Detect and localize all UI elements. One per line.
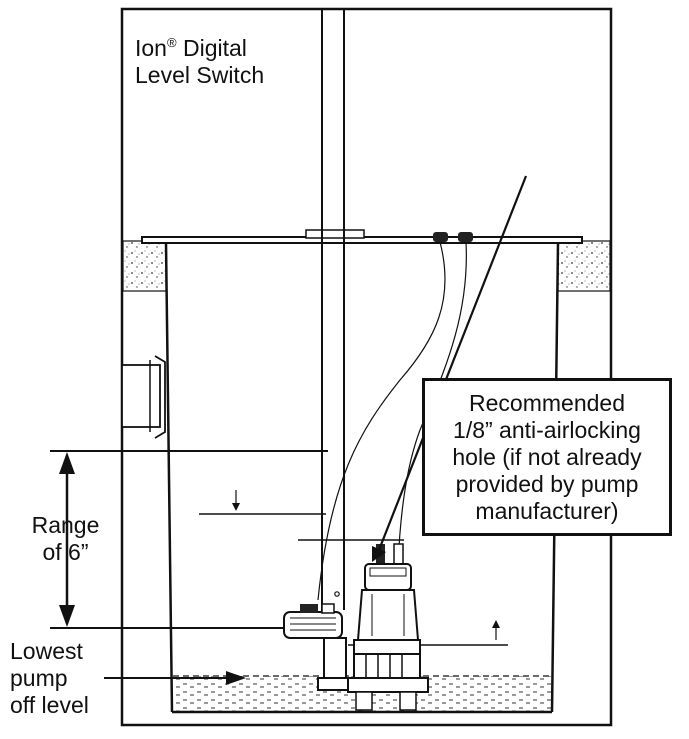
inlet-flange	[154, 355, 166, 439]
basin-wall-left	[164, 242, 174, 713]
callout-line-2: 1/8” anti-airlocking	[453, 416, 641, 443]
callout-line-1: Recommended	[469, 389, 625, 416]
range-label: Range of 6”	[18, 512, 113, 566]
registered-mark: ®	[166, 35, 177, 50]
sump-pump	[347, 543, 429, 711]
power-cord-1	[317, 241, 446, 601]
level-arrowhead-3	[492, 620, 500, 628]
callout-line-4: provided by pump	[455, 470, 639, 497]
switch-label-line2: Level Switch	[135, 62, 265, 88]
concrete-right	[557, 240, 611, 292]
switch-label-line1: Ion® Digital	[135, 35, 247, 61]
lowest-line-2: pump	[10, 665, 68, 691]
cover-flange	[305, 229, 365, 239]
callout-leader-head	[372, 546, 386, 562]
level-switch	[283, 591, 353, 691]
range-arrow-down	[59, 605, 75, 627]
callout-line-3: hole (if not already	[452, 443, 642, 470]
switch-label-digital: Digital	[176, 35, 247, 61]
concrete-left	[122, 240, 167, 292]
lowest-line-1: Lowest	[10, 638, 83, 664]
switch-label-ion: Ion	[135, 35, 167, 61]
range-line-1: Range	[31, 512, 100, 538]
lowest-level-arrowhead	[226, 671, 246, 685]
airlocking-hole-callout: Recommended 1/8” anti-airlocking hole (i…	[422, 378, 672, 536]
callout-line-5: manufacturer)	[475, 497, 619, 524]
lowest-line-3: off level	[10, 692, 89, 718]
cord-grommet-2	[458, 232, 473, 242]
callout-leader	[375, 175, 528, 556]
cord-grommet-1	[433, 232, 448, 242]
lowest-level-label: Lowest pump off level	[10, 638, 89, 719]
range-line-2: of 6”	[42, 539, 89, 565]
inlet-pipe	[121, 364, 161, 428]
level-arrowhead-1	[232, 503, 240, 511]
range-arrow-up	[59, 452, 75, 474]
